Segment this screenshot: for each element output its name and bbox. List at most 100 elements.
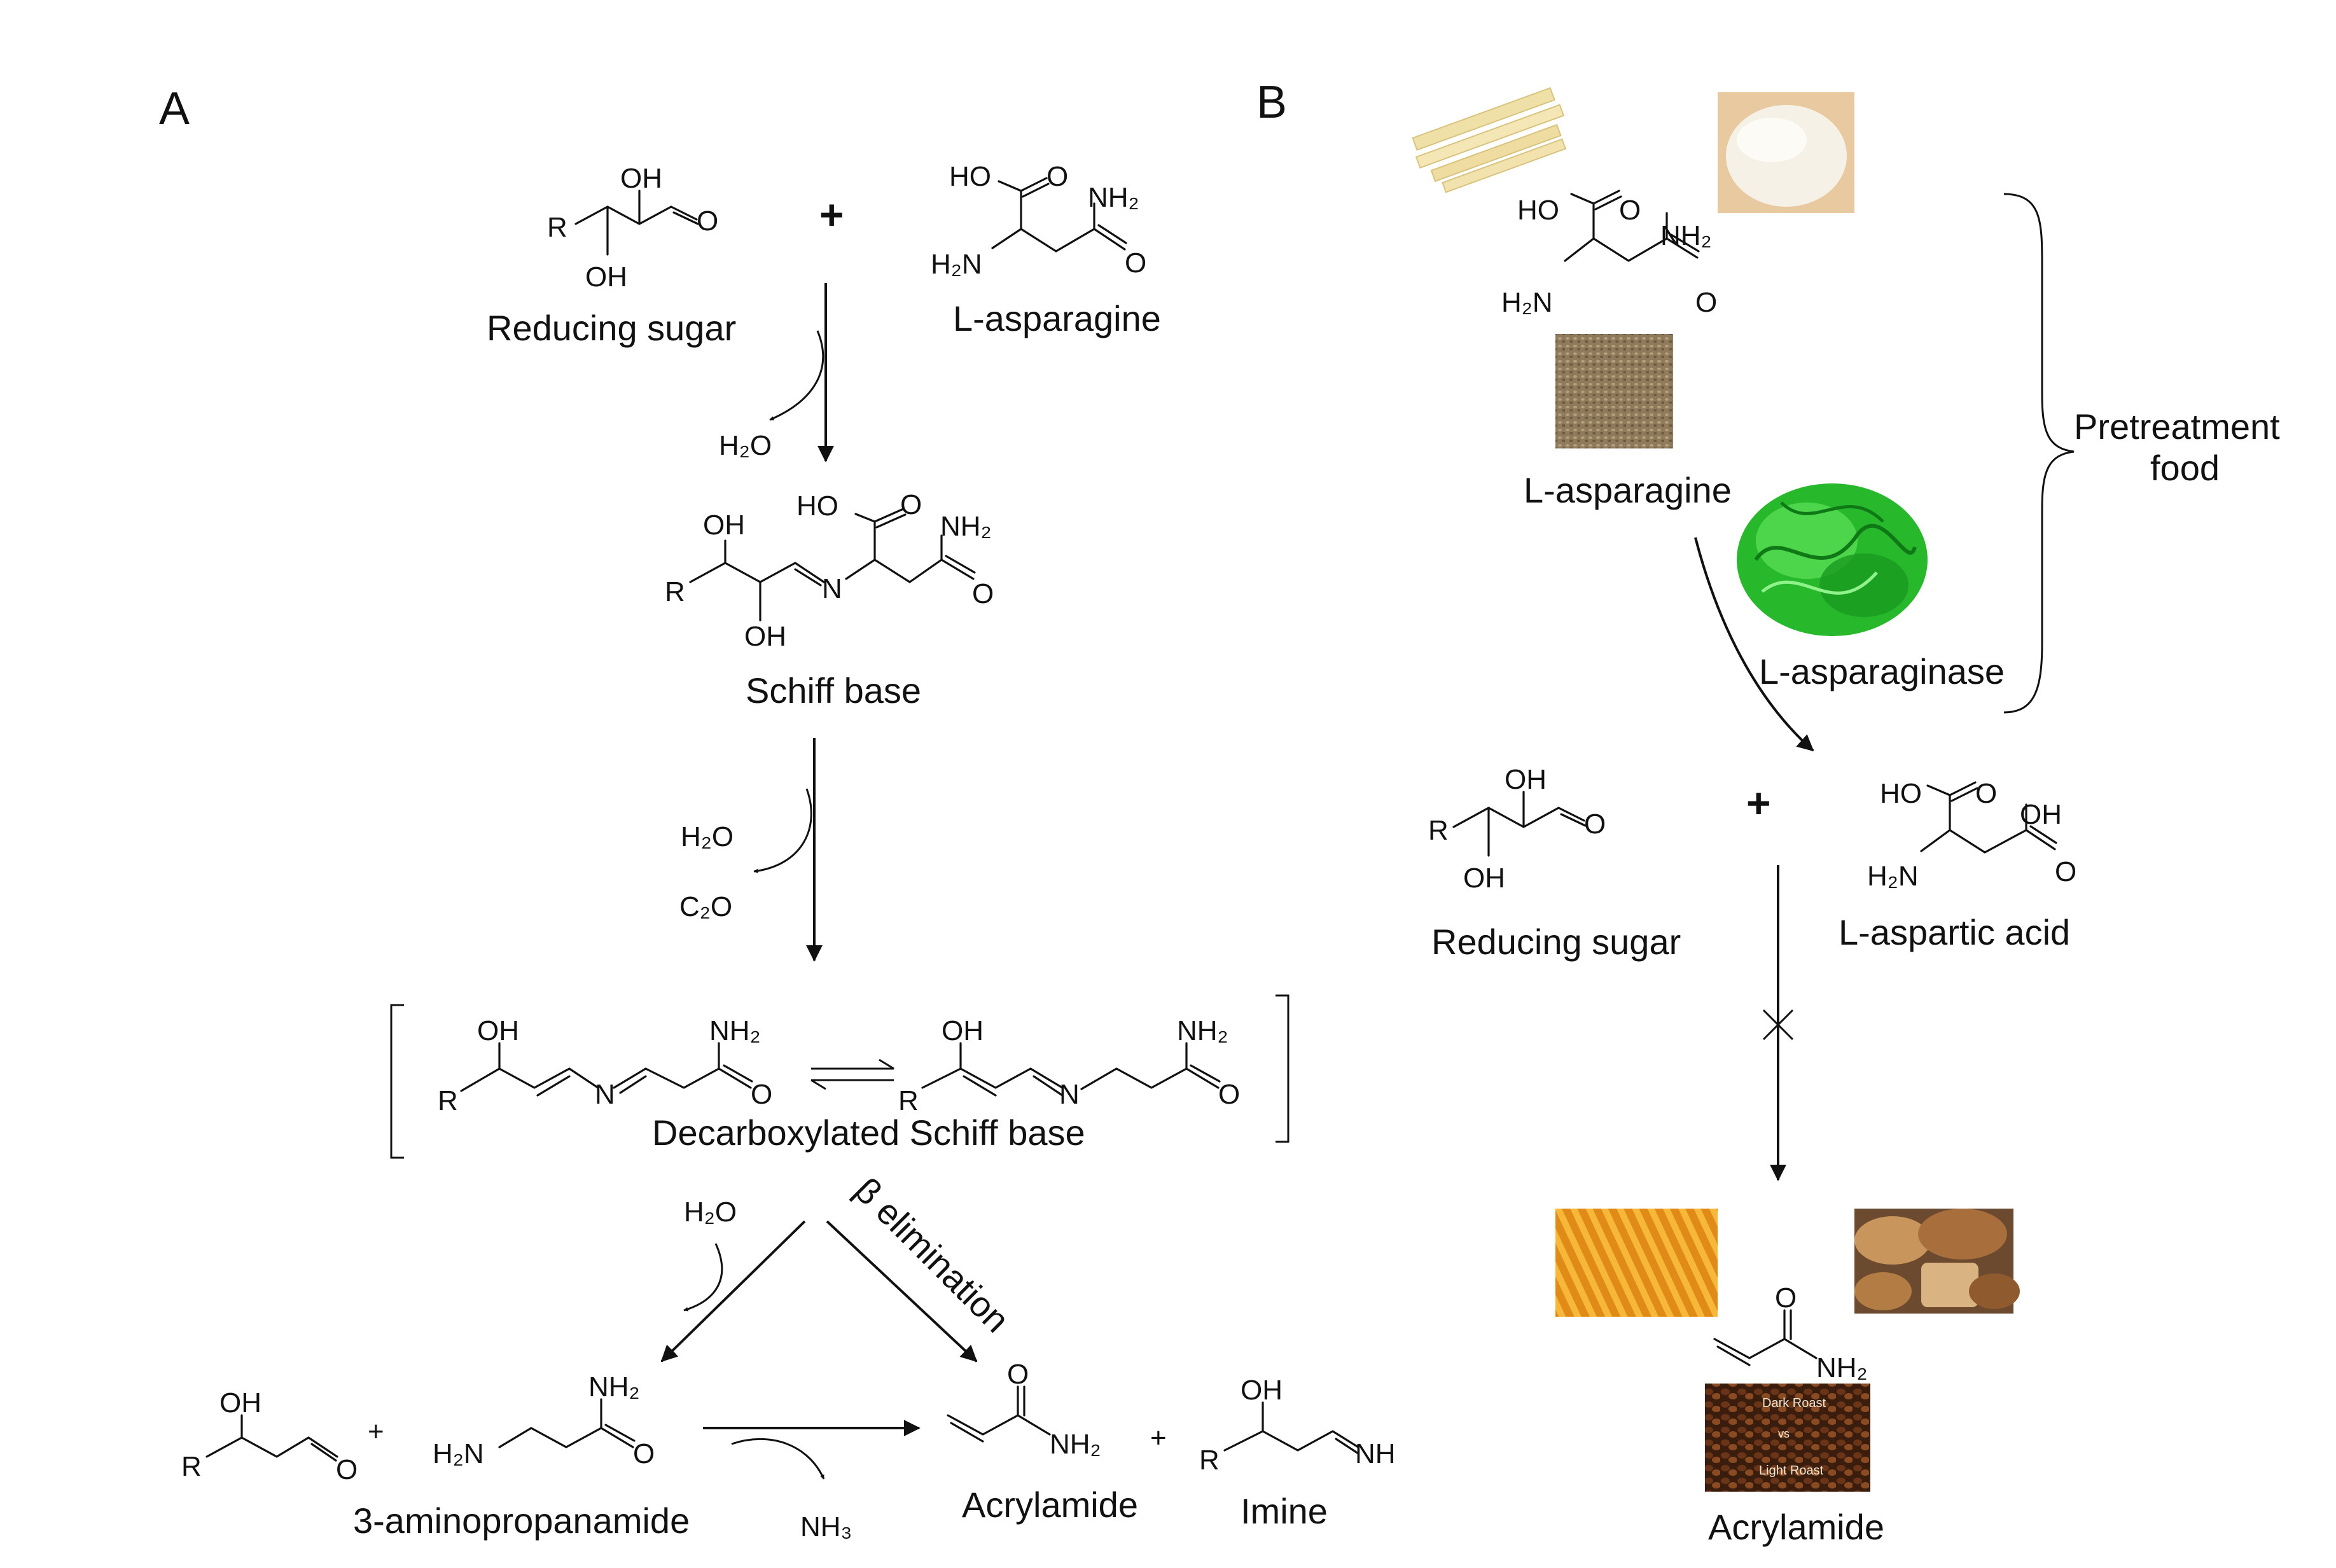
svg-text:HO: HO <box>1517 195 1559 226</box>
svg-text:R: R <box>898 1085 919 1116</box>
svg-text:OH: OH <box>2020 799 2062 830</box>
l-aspartic-acid-structure: HO O OH O H₂N <box>1867 778 2076 892</box>
decarboxylated-schiff-base-right: R OH N NH₂ O <box>898 1015 1240 1116</box>
l-asparagine-structure-b: HO O NH₂ O H₂N <box>1501 190 1717 318</box>
l-aspartic-acid-label: L-aspartic acid <box>1839 912 2070 952</box>
pretreatment-brace <box>2003 193 2075 714</box>
plus-sign-a: + <box>819 191 844 238</box>
svg-text:NH₂: NH₂ <box>709 1015 761 1046</box>
aminopropanamide-structure: H₂N NH₂ O <box>433 1371 655 1469</box>
water-release-arrow-1 <box>769 330 824 421</box>
panel-b-label: B <box>1256 77 1287 128</box>
svg-text:O: O <box>1218 1079 1240 1110</box>
acrylamide-structure-a: O NH₂ <box>947 1359 1101 1460</box>
grain-photo <box>1555 334 1673 448</box>
coffee-text-line3: Light Roast <box>1759 1464 1824 1478</box>
svg-text:O: O <box>1975 778 1997 809</box>
right-bracket <box>1276 994 1290 1143</box>
blocked-cross-icon <box>1762 1009 1794 1041</box>
water-co2-release-arrow <box>753 788 812 873</box>
l-asparagine-structure-a: HO O NH₂ O H₂N <box>931 161 1146 280</box>
svg-text:OH: OH <box>942 1015 984 1046</box>
equilibrium-arrows <box>810 1058 894 1090</box>
enzyme-reaction-arrow <box>1694 537 1814 752</box>
l-asparagine-label-a: L-asparagine <box>953 298 1161 338</box>
svg-text:H₂N: H₂N <box>1501 287 1553 318</box>
l-asparaginase-enzyme-graphic <box>1737 483 1928 636</box>
coffee-text-line2: vs <box>1778 1427 1790 1440</box>
svg-text:OH: OH <box>1241 1375 1283 1406</box>
aldehyde-product: R OH O + <box>181 1387 384 1485</box>
svg-text:O: O <box>1619 195 1641 226</box>
svg-text:O: O <box>1584 808 1606 840</box>
ammonia-release-arrow <box>731 1438 825 1480</box>
acrylamide-label-b: Acrylamide <box>1708 1507 1884 1547</box>
svg-text:R: R <box>547 212 567 243</box>
dough-photo <box>1718 92 1854 213</box>
svg-text:R: R <box>438 1085 458 1116</box>
svg-text:H₂N: H₂N <box>931 249 982 280</box>
svg-text:OH: OH <box>1463 863 1505 894</box>
svg-text:NH₂: NH₂ <box>1816 1352 1868 1384</box>
svg-text:O: O <box>697 205 718 237</box>
svg-text:OH: OH <box>744 621 786 652</box>
svg-text:N: N <box>1059 1079 1080 1110</box>
l-asparagine-label-b: L-asparagine <box>1524 470 1732 510</box>
acrylamide-structure-b: O NH₂ <box>1713 1282 1868 1384</box>
reducing-sugar-structure-a: R OH O OH <box>547 163 718 293</box>
svg-text:HO: HO <box>949 161 991 192</box>
svg-text:NH₂: NH₂ <box>588 1371 640 1403</box>
svg-text:OH: OH <box>585 261 627 293</box>
svg-text:O: O <box>336 1454 358 1485</box>
water-byproduct-2: H₂O <box>681 821 733 852</box>
reducing-sugar-label-a: Reducing sugar <box>487 308 736 348</box>
hydrolysis-arrow <box>660 1220 806 1363</box>
svg-text:NH₂: NH₂ <box>1050 1429 1101 1460</box>
french-fries-photo <box>1555 1209 1718 1317</box>
svg-text:HO: HO <box>796 490 838 522</box>
pretreatment-label-line1: Pretreatment <box>2074 406 2280 447</box>
beta-elimination-arrow <box>826 1220 978 1363</box>
svg-text:OH: OH <box>1505 764 1547 795</box>
svg-text:OH: OH <box>219 1387 261 1419</box>
water-byproduct-1: H₂O <box>719 430 772 461</box>
svg-text:O: O <box>2055 856 2076 887</box>
panel-a-label: A <box>159 83 190 134</box>
water-addition-arrow <box>683 1243 723 1312</box>
svg-text:O: O <box>1775 1282 1797 1314</box>
svg-text:NH: NH <box>1355 1438 1396 1469</box>
plus-sign-b: + <box>1746 779 1771 826</box>
bread-photo <box>1854 1209 2020 1314</box>
svg-text:R: R <box>181 1451 202 1482</box>
ammonia-byproduct: NH₃ <box>800 1511 852 1543</box>
svg-text:H₂N: H₂N <box>1867 861 1919 892</box>
l-asparaginase-label: L-asparaginase <box>1759 651 2005 691</box>
reducing-sugar-structure-b: R OH O OH <box>1428 764 1606 894</box>
imine-structure: R OH NH <box>1199 1375 1396 1476</box>
schiff-base-structure: R OH OH N HO O NH₂ O <box>665 489 994 652</box>
reducing-sugar-label-b: Reducing sugar <box>1431 922 1681 962</box>
svg-text:N: N <box>822 573 842 604</box>
left-bracket <box>390 1004 404 1159</box>
aminopropanamide-label: 3-aminopropanamide <box>353 1501 690 1541</box>
svg-text:O: O <box>1125 247 1146 279</box>
decarboxylated-schiff-base-label: Decarboxylated Schiff base <box>652 1113 1085 1153</box>
svg-text:O: O <box>1046 161 1068 192</box>
potato-strips-photo <box>1406 87 1567 197</box>
svg-text:OH: OH <box>477 1015 519 1046</box>
svg-text:O: O <box>900 489 922 520</box>
svg-text:NH₂: NH₂ <box>1660 220 1712 251</box>
svg-text:OH: OH <box>620 163 662 194</box>
svg-text:O: O <box>751 1079 772 1110</box>
svg-text:NH₂: NH₂ <box>940 511 992 542</box>
svg-text:R: R <box>1199 1445 1220 1476</box>
svg-text:O: O <box>1007 1359 1029 1390</box>
acrylamide-label-a: Acrylamide <box>962 1485 1138 1525</box>
svg-text:NH₂: NH₂ <box>1088 182 1139 213</box>
decarboxylated-schiff-base-left: R OH N NH₂ O <box>438 1015 772 1116</box>
svg-text:H₂N: H₂N <box>433 1438 484 1469</box>
svg-text:R: R <box>665 576 685 607</box>
coffee-text-line1: Dark Roast <box>1762 1396 1826 1410</box>
water-byproduct-3: H₂O <box>684 1197 737 1228</box>
imine-label: Imine <box>1241 1491 1328 1531</box>
